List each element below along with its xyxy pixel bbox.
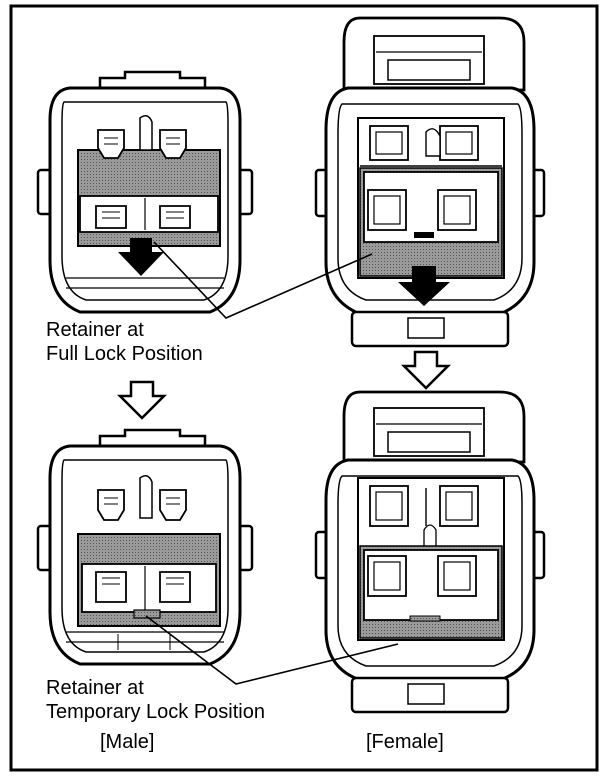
push-down-arrow-icon xyxy=(398,266,450,306)
temp-lock-label-line1: Retainer at xyxy=(46,677,144,699)
female-connector-temporary-lock xyxy=(314,390,546,714)
temp-lock-label-line2: Temporary Lock Position xyxy=(46,701,265,723)
male-connector-full-lock xyxy=(36,70,254,314)
female-caption: [Female] xyxy=(366,731,444,753)
diagram-border xyxy=(9,4,599,772)
male-connector-temporary-lock xyxy=(36,428,254,666)
full-lock-label-line2: Full Lock Position xyxy=(46,343,203,365)
transition-arrow-icon xyxy=(400,350,452,390)
push-down-arrow-icon xyxy=(118,238,164,276)
full-lock-label-line1: Retainer at xyxy=(46,319,144,341)
full-lock-leader-line xyxy=(153,241,373,319)
temporary-lock-leader-line xyxy=(145,615,399,685)
transition-arrow-icon xyxy=(116,380,168,420)
male-caption: [Male] xyxy=(100,731,155,753)
female-connector-full-lock xyxy=(314,16,546,348)
